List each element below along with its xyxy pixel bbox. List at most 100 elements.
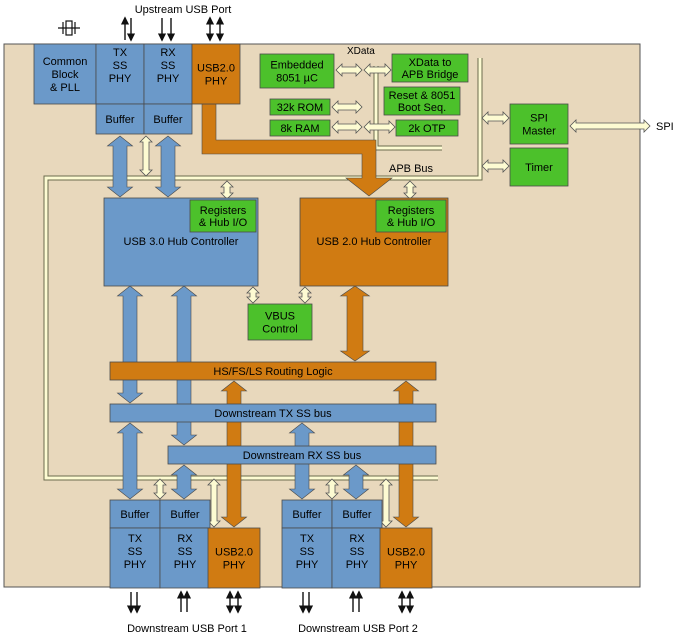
usb2-upstream-path bbox=[201, 103, 393, 197]
xdata-bridge-label: APB Bridge bbox=[402, 69, 459, 81]
spi-master-label: Master bbox=[522, 125, 556, 137]
p1-tx-phy-label: PHY bbox=[124, 559, 147, 571]
rom-label: 32k ROM bbox=[277, 102, 323, 114]
tx-bus-block bbox=[109, 403, 437, 423]
downstream-port-2-label: Downstream USB Port 2 bbox=[298, 623, 418, 635]
reset-boot-block bbox=[383, 86, 461, 116]
xdata-bridge-arrow bbox=[363, 63, 392, 77]
ram-xdata-arrow bbox=[331, 120, 363, 134]
p1-tx-phy-block bbox=[109, 527, 161, 589]
downstream-port-1-label: Downstream USB Port 1 bbox=[127, 623, 247, 635]
p1-rx-phy-label: PHY bbox=[174, 559, 197, 571]
up-usb2-phy-block bbox=[191, 43, 241, 105]
rom-block bbox=[269, 98, 331, 116]
common-block-label: Common bbox=[43, 56, 88, 68]
xdata-bridge-label: XData to bbox=[409, 57, 452, 69]
xdata-bridge-block bbox=[391, 53, 469, 83]
p1-buffer-rx-label: Buffer bbox=[170, 509, 199, 521]
vbus-label: VBUS bbox=[265, 310, 295, 322]
reset-boot-label: Reset & 8051 bbox=[389, 90, 456, 102]
up-rx-ss-arrow bbox=[154, 135, 182, 198]
vbus-usb3-tap bbox=[246, 286, 260, 304]
reset-boot-label: Boot Seq. bbox=[398, 102, 446, 114]
up-usb2-phy-label: USB2.0 bbox=[197, 62, 235, 74]
apb-bus-label: APB Bus bbox=[389, 163, 434, 175]
spi-apb-arrow bbox=[481, 111, 510, 125]
usb2-regs-block bbox=[375, 199, 447, 233]
p2-tx-phy-label: SS bbox=[300, 546, 315, 558]
p2-rx-phy-block bbox=[331, 527, 383, 589]
p1-buffer-apb-tap bbox=[153, 478, 167, 500]
rx-bus-label: Downstream RX SS bus bbox=[243, 450, 362, 462]
up-buffer-rx-label: Buffer bbox=[153, 114, 182, 126]
p2-tx-phy-block bbox=[281, 527, 333, 589]
buffer-apb-tap bbox=[139, 135, 153, 177]
routing-block bbox=[109, 361, 437, 381]
up-rx-phy-label: PHY bbox=[157, 73, 180, 85]
p1-usb2-phy-label: PHY bbox=[223, 559, 246, 571]
up-tx-phy-label: SS bbox=[113, 60, 128, 72]
up-tx-ss-arrow bbox=[106, 135, 134, 198]
routing-label: HS/FS/LS Routing Logic bbox=[213, 366, 333, 378]
up-tx-phy-label: TX bbox=[113, 47, 128, 59]
rom-xdata-arrow bbox=[331, 100, 363, 114]
p1-usb2-phy-label: USB2.0 bbox=[215, 546, 253, 558]
usb2-hub-label: USB 2.0 Hub Controller bbox=[317, 236, 432, 248]
p2-usb2-phy-block bbox=[379, 527, 433, 589]
common-block-label: & PLL bbox=[50, 82, 80, 94]
usb3-regs-label: & Hub I/O bbox=[199, 217, 248, 229]
up-rx-phy-label: RX bbox=[160, 47, 176, 59]
p2-usb2-apb-tap bbox=[379, 478, 393, 528]
p1-usb2-phy-block bbox=[207, 527, 261, 589]
otp-label: 2k OTP bbox=[408, 123, 445, 135]
embedded-xdata-arrow bbox=[335, 63, 363, 77]
p2-buffer-tx-label: Buffer bbox=[292, 509, 321, 521]
embedded-8051-label: Embedded bbox=[270, 59, 323, 71]
p1-usb2-apb-tap bbox=[207, 478, 221, 528]
up-buffer-rx-block bbox=[143, 103, 193, 135]
p1-buffer-tx-label: Buffer bbox=[120, 509, 149, 521]
crystal-icon bbox=[58, 20, 80, 36]
usb2-regs-label: Registers bbox=[388, 205, 435, 217]
otp-block bbox=[395, 119, 459, 137]
usb2-regs-label: & Hub I/O bbox=[387, 217, 436, 229]
p2-usb2-phy-label: PHY bbox=[395, 559, 418, 571]
timer-label: Timer bbox=[525, 162, 553, 174]
up-rx-phy-label: SS bbox=[161, 60, 176, 72]
upstream-port-title: Upstream USB Port bbox=[135, 4, 232, 16]
otp-xdata-arrow bbox=[363, 120, 396, 134]
p2-tx-phy-label: PHY bbox=[296, 559, 319, 571]
p1-rx-phy-label: RX bbox=[177, 533, 193, 545]
up-usb2-phy-label: PHY bbox=[205, 75, 228, 87]
p2-rx-phy-label: SS bbox=[350, 546, 365, 558]
up-buffer-tx-block bbox=[95, 103, 145, 135]
common-block-block bbox=[33, 43, 97, 105]
vbus-usb2-tap bbox=[298, 286, 312, 304]
common-block-label: Block bbox=[52, 69, 79, 81]
p1-rx-arrow bbox=[170, 464, 198, 500]
up-tx-phy-label: PHY bbox=[109, 73, 132, 85]
ram-block bbox=[269, 119, 331, 137]
p2-rx-arrow bbox=[342, 464, 370, 500]
apb-bus-main bbox=[44, 58, 482, 480]
up-buffer-tx-label: Buffer bbox=[105, 114, 134, 126]
p2-rx-phy-label: RX bbox=[349, 533, 365, 545]
p1-tx-phy-label: TX bbox=[128, 533, 143, 545]
ram-label: 8k RAM bbox=[280, 123, 319, 135]
p2-rx-phy-label: PHY bbox=[346, 559, 369, 571]
vbus-block bbox=[247, 303, 313, 341]
usb3-hub-label: USB 3.0 Hub Controller bbox=[124, 236, 239, 248]
p2-buffer-apb-tap bbox=[325, 478, 339, 500]
p1-rx-phy-label: SS bbox=[178, 546, 193, 558]
usb3-regs-block bbox=[189, 199, 257, 233]
vbus-label: Control bbox=[262, 323, 297, 335]
p1-tx-arrow bbox=[116, 422, 144, 500]
embedded-8051-block bbox=[259, 53, 335, 89]
p2-buffer-rx-label: Buffer bbox=[342, 509, 371, 521]
p2-buffer-tx-block bbox=[281, 499, 333, 529]
xdata-label: XData bbox=[347, 46, 375, 57]
tx-bus-label: Downstream TX SS bus bbox=[214, 408, 332, 420]
p2-buffer-rx-block bbox=[331, 499, 383, 529]
p2-tx-phy-label: TX bbox=[300, 533, 315, 545]
